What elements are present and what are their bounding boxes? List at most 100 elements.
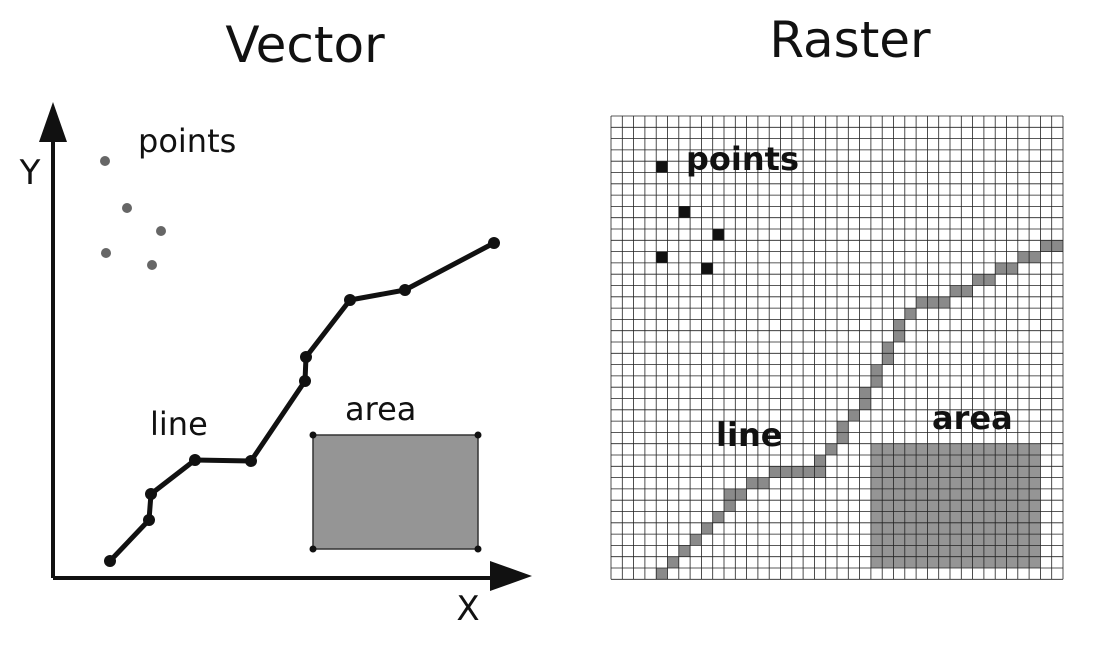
raster-area-cell — [882, 500, 894, 512]
raster-area-cell — [950, 511, 962, 523]
raster-line-cell — [1051, 240, 1063, 252]
raster-area-cell — [893, 455, 905, 467]
raster-line-cell — [780, 466, 792, 478]
raster-area-cell — [1029, 522, 1041, 535]
raster-area-cell — [1029, 545, 1041, 557]
raster-area-cell — [995, 556, 1007, 568]
raster-area-cell — [927, 455, 939, 467]
raster-area-cell — [938, 556, 950, 568]
raster-line-cell — [882, 353, 894, 365]
raster-area-cells — [870, 443, 1041, 568]
raster-area-cell — [1006, 500, 1018, 512]
raster-area-cell — [904, 466, 917, 478]
raster-area-cell — [938, 522, 950, 535]
line-vertex — [189, 454, 201, 466]
raster-line-cell — [735, 488, 747, 501]
raster-area-cell — [950, 455, 962, 467]
vector-polyline — [108, 240, 496, 563]
vector-area-polygon — [312, 434, 479, 550]
raster-area-cell — [961, 443, 973, 455]
raster-line-cell — [814, 466, 826, 478]
raster-line-cell — [769, 466, 781, 478]
y-axis-label: Y — [19, 153, 41, 193]
raster-point-cell — [712, 229, 724, 241]
vector-area — [309, 431, 482, 553]
raster-area-cell — [1017, 443, 1030, 455]
raster-line-cells — [656, 240, 1063, 580]
raster-area-cell — [893, 522, 905, 535]
raster-line-cell — [859, 398, 871, 410]
raster-area-cell — [983, 488, 996, 501]
raster-line-cell — [927, 296, 939, 309]
raster-point-cell — [701, 262, 713, 275]
raster-area-cell — [916, 545, 928, 557]
raster-area-cell — [904, 500, 917, 512]
raster-area-cell — [961, 500, 973, 512]
raster-area-cell — [961, 534, 973, 546]
line-vertex — [300, 351, 312, 363]
line-vertex — [299, 375, 311, 387]
raster-line-cell — [893, 330, 905, 342]
raster-area-cell — [972, 522, 984, 535]
x-axis-arrowhead — [490, 561, 532, 591]
raster-line-cell — [724, 500, 736, 512]
area-vertex — [309, 431, 317, 439]
raster-area-cell — [972, 443, 984, 455]
raster-area-cell — [893, 534, 905, 546]
vector-points — [100, 156, 166, 270]
raster-line-cell — [870, 364, 883, 376]
raster-area-cell — [1017, 477, 1030, 489]
raster-area-cell — [972, 477, 984, 489]
vector-point — [156, 226, 166, 236]
raster-line-cell — [1017, 251, 1030, 263]
raster-area-cell — [995, 500, 1007, 512]
raster-line-cell — [938, 296, 950, 309]
raster-area-cell — [927, 534, 939, 546]
vector-point — [122, 203, 132, 213]
raster-line-cell — [904, 308, 917, 320]
raster-area-cell — [950, 477, 962, 489]
raster-area-cell — [1017, 500, 1030, 512]
area-vertex — [309, 545, 317, 553]
raster-area-cell — [916, 556, 928, 568]
raster-area-cell — [995, 466, 1007, 478]
raster-line-cell — [972, 274, 984, 286]
vector-points-label: points — [138, 122, 236, 160]
raster-line-cell — [837, 432, 849, 444]
line-vertex — [145, 488, 157, 500]
raster-line-cell — [712, 511, 724, 523]
raster-area-cell — [1006, 522, 1018, 535]
raster-area-cell — [983, 455, 996, 467]
vector-point — [100, 156, 110, 166]
raster-point-cell — [656, 251, 668, 263]
raster-area-cell — [1029, 556, 1041, 568]
raster-area-cell — [950, 500, 962, 512]
raster-area-cell — [983, 511, 996, 523]
raster-line-cell — [803, 466, 815, 478]
raster-area-cell — [893, 500, 905, 512]
raster-area-cell — [995, 534, 1007, 546]
vector-title: Vector — [225, 16, 385, 74]
line-vertex — [104, 555, 116, 567]
raster-area-cell — [983, 545, 996, 557]
raster-line-cell — [724, 488, 736, 501]
line-vertex — [488, 237, 500, 249]
raster-area-cell — [904, 534, 917, 546]
raster-area-cell — [1006, 545, 1018, 557]
line-vertex — [344, 294, 356, 306]
area-vertex — [474, 545, 482, 553]
raster-line-cell — [825, 443, 837, 455]
x-axis-label: X — [456, 589, 479, 629]
raster-area-cell — [904, 556, 917, 568]
raster-area-cell — [961, 466, 973, 478]
raster-area-cell — [983, 466, 996, 478]
raster-area-cell — [950, 443, 962, 455]
raster-area-cell — [916, 522, 928, 535]
raster-line-cell — [690, 534, 702, 546]
raster-area-cell — [1029, 534, 1041, 546]
raster-area-cell — [972, 556, 984, 568]
raster-area-cell — [927, 545, 939, 557]
raster-area-cell — [882, 443, 894, 455]
raster-area-cell — [1006, 443, 1018, 455]
raster-line-cell — [882, 342, 894, 354]
